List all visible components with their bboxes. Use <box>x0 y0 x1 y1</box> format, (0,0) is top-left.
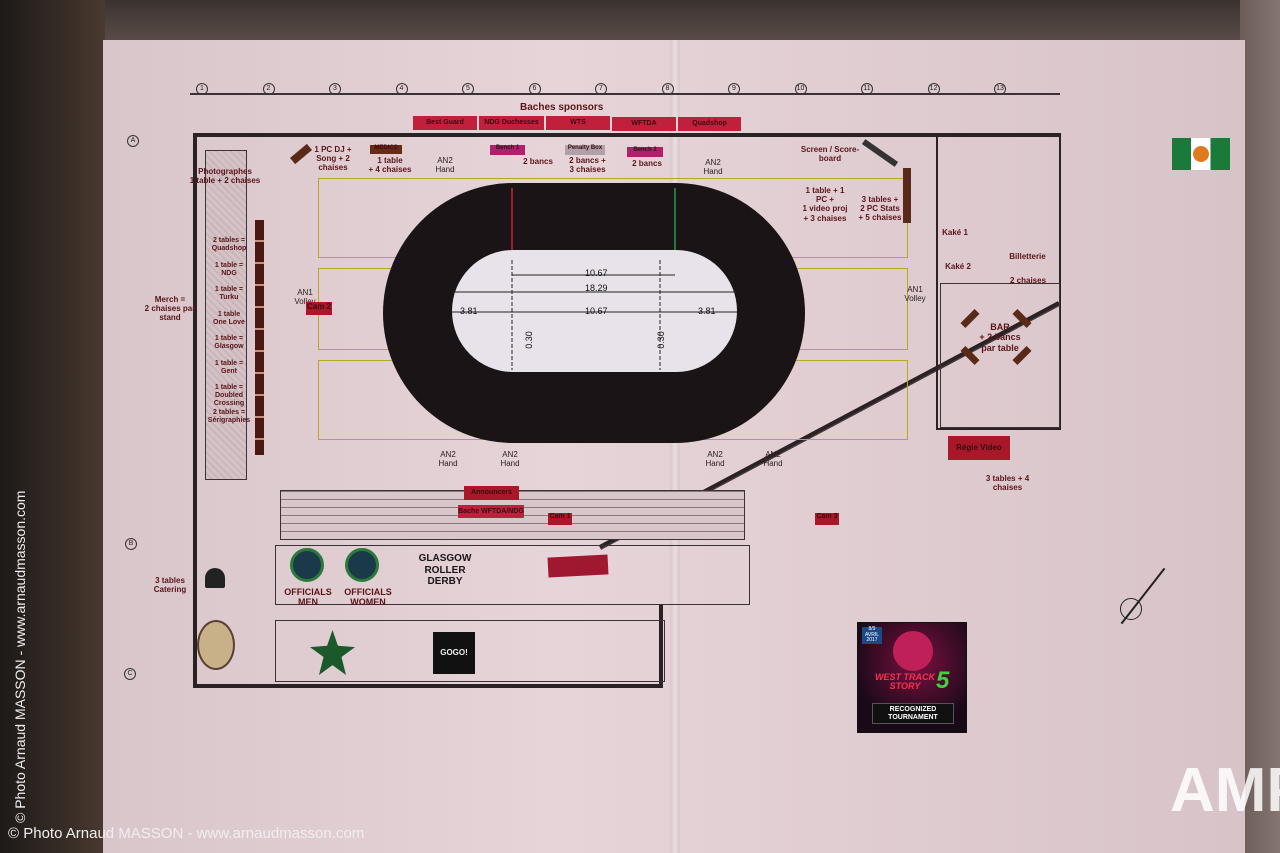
stats-table: 3 tables + 2 PC Stats + 5 chaises <box>858 195 902 223</box>
sponsor-banner: WTS <box>546 116 610 130</box>
an1-volley: AN1 Volley <box>294 288 316 307</box>
sticker-number: 5 <box>936 667 950 694</box>
flag-sticker <box>1172 138 1230 170</box>
dj-label: 1 PC DJ + Song + 2 chaises <box>314 145 352 173</box>
photographes: Photographes 1 table + 2 chaises <box>189 167 261 186</box>
glasgow-logo: GLASGOW ROLLER DERBY <box>418 553 472 587</box>
building-outer-wall <box>193 133 1061 688</box>
building-wall-bottom <box>193 605 663 688</box>
love-logo <box>547 554 609 578</box>
an2-hand-4: AN2 Hand <box>500 450 520 469</box>
chef-icon <box>205 568 225 588</box>
right-wing <box>936 135 1061 430</box>
bench-1: Bench 1 <box>490 145 525 155</box>
dimension-line <box>190 93 1060 95</box>
watermark-bottom: © Photo Arnaud MASSON - www.arnaudmasson… <box>8 825 365 842</box>
penalty-desc: 2 bancs + 3 chaises <box>569 156 606 175</box>
merch-stand-label: 2 tables = Sérigraphies <box>207 408 251 424</box>
cam-2: Cam 2 <box>306 302 332 315</box>
medics-desc: 1 table + 4 chaises <box>368 156 412 175</box>
penalty-box: Penalty Box <box>565 145 605 155</box>
bar-room <box>940 283 1060 428</box>
officials-women-logo <box>345 548 379 582</box>
billetterie: Billetterie <box>1009 252 1046 261</box>
stand-column <box>205 150 247 480</box>
grid-row-b: B <box>125 538 137 550</box>
bench-2-desc: 2 bancs <box>632 159 662 168</box>
track-dim-10-67-mid: 10.67 <box>585 306 608 316</box>
west-track-story-sticker: 8/9 AVRIL 2017 WEST TRACK STORY 5 RECOGN… <box>857 622 967 733</box>
catering: 3 tables Catering <box>153 576 187 595</box>
grid-row-a: A <box>127 135 139 147</box>
merch-stand-label: 1 table One Love <box>213 310 245 326</box>
sticker-date: 8/9 AVRIL 2017 <box>862 626 882 644</box>
helmet-graphic <box>893 631 933 671</box>
track-dim-0-30-right: 0.30 <box>655 331 666 349</box>
watermark-side: © Photo Arnaud MASSON - www.arnaudmasson… <box>12 490 28 823</box>
an2-hand-2: AN2 Hand <box>703 158 723 177</box>
an1-volley-right: AN1 Volley <box>904 285 926 304</box>
sponsor-banner: Best Guard <box>413 116 477 130</box>
regie-video: Régie Video <box>948 436 1010 460</box>
an2-hand-6: AN2 Hand <box>763 450 783 469</box>
merch-label: Merch = 2 chaises par stand <box>144 295 196 323</box>
track-dim-3-81-left: 3.81 <box>460 306 478 316</box>
merch-stand-label: 1 table = NDG <box>214 261 244 277</box>
kake-2: Kaké 2 <box>945 262 971 271</box>
paper-fold <box>670 40 680 853</box>
lower-rooms <box>275 545 750 605</box>
track-infield <box>452 250 737 372</box>
announcers: Announcers <box>464 486 519 500</box>
badge-logo <box>197 620 235 670</box>
track-dim-3-81-right: 3.81 <box>698 306 716 316</box>
merch-table-strip <box>255 220 264 455</box>
video-table: 1 table + 1 PC + 1 video proj + 3 chaise… <box>802 186 848 223</box>
stats-desk <box>903 168 911 223</box>
track-dim-18-29: 18.29 <box>585 283 608 293</box>
sponsor-banner: Quadshop <box>678 117 741 131</box>
merch-stand-label: 1 table = Gent <box>214 359 244 375</box>
sponsors-title: Baches sponsors <box>520 102 604 113</box>
sponsor-banner: NDG Duchesses <box>479 116 544 130</box>
merch-stand-label: 1 table = Glasgow <box>214 335 244 351</box>
regie-desc: 3 tables + 4 chaises <box>985 474 1030 493</box>
officials-women: OFFICIALS WOMEN <box>344 587 392 608</box>
bar-label: BAR + 2 bancs par table <box>979 322 1021 353</box>
billetterie-desc: 2 chaises <box>1009 276 1047 285</box>
grid-row-c: C <box>124 668 136 680</box>
an2-hand-1: AN2 Hand <box>435 156 455 175</box>
sticker-badge: RECOGNIZED TOURNAMENT <box>872 703 954 725</box>
cam-3: Cam 3 <box>815 513 839 525</box>
officials-men: OFFICIALS MEN <box>284 587 332 608</box>
merch-stand-label: 1 table = Doubled Crossing <box>213 384 245 408</box>
track-dim-10-67-top: 10.67 <box>585 268 608 278</box>
amp-logo: AMP <box>1170 756 1280 825</box>
merch-stand-label: 2 tables = Quadshop <box>211 237 247 253</box>
an2-hand-3: AN2 Hand <box>438 450 458 469</box>
cam-1: Cam 1 <box>548 513 572 525</box>
background-top <box>105 0 1240 42</box>
gogo-logo: GOGO! <box>433 632 475 674</box>
an2-hand-5: AN2 Hand <box>705 450 725 469</box>
bottom-rooms <box>275 620 665 682</box>
bache-wftda-ndg: Bache WFTDA/NDG <box>458 505 524 518</box>
track-dim-0-30-left: 0.30 <box>523 331 534 349</box>
officials-men-logo <box>290 548 324 582</box>
track-diagram <box>383 183 805 443</box>
north-circle-icon <box>1120 598 1142 620</box>
bench-2: Bench 2 <box>627 147 663 157</box>
merch-stand-label: 1 table = Turku <box>214 286 244 302</box>
sponsor-banner: WFTDA <box>612 117 676 131</box>
floor-plan-paper <box>103 40 1245 853</box>
medics-tag: MEDICS <box>370 145 402 154</box>
kake-1: Kaké 1 <box>942 228 968 237</box>
bench-1-desc: 2 bancs <box>523 157 553 166</box>
screen-scoreboard: Screen / Score- board <box>800 145 860 164</box>
background-left <box>0 0 105 853</box>
sticker-title: WEST TRACK STORY <box>875 672 935 692</box>
